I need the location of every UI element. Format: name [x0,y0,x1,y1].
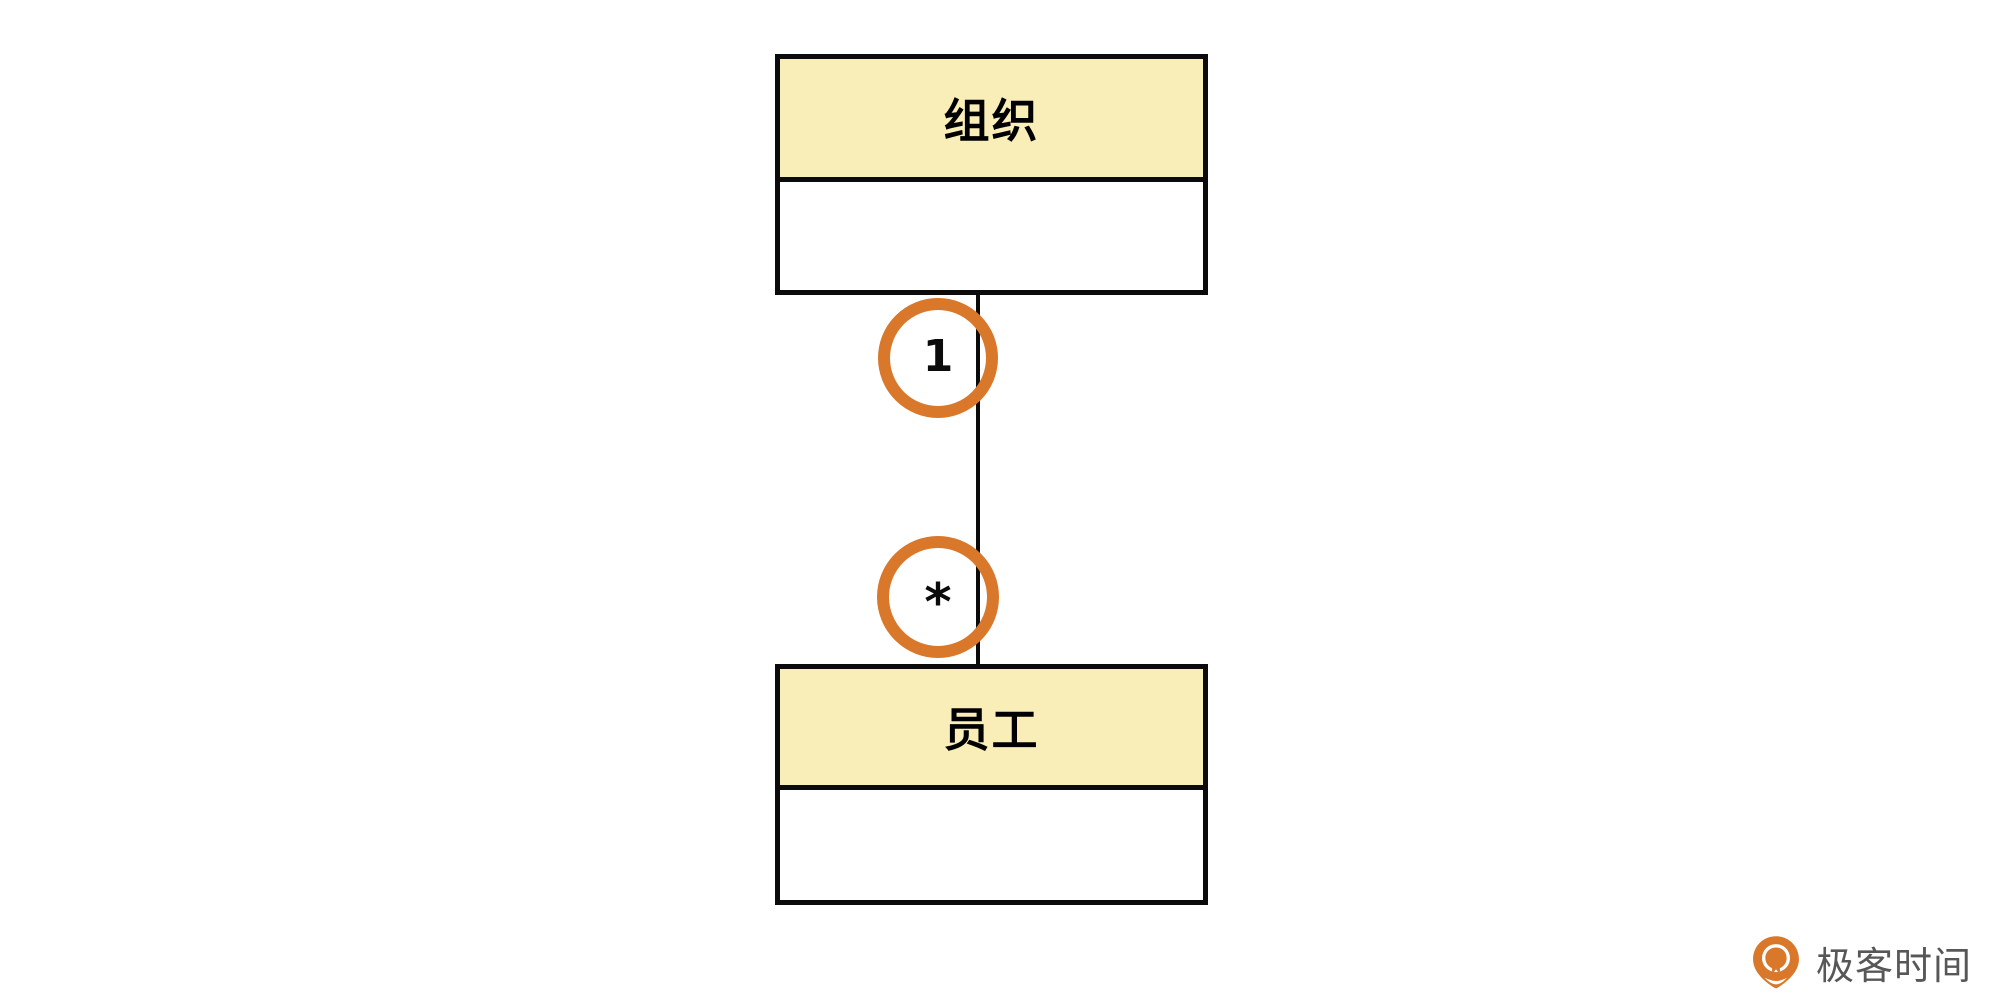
uml-class-organization[interactable]: 组织 [775,54,1208,295]
association-line [976,292,980,668]
uml-class-employee[interactable]: 员工 [775,664,1208,905]
geektime-pin-logo-icon [1753,936,1799,989]
uml-class-name-employee: 员工 [780,669,1203,790]
multiplicity-highlight-target[interactable]: * [877,536,999,658]
uml-class-attributes-organization [780,182,1203,290]
multiplicity-label-target: * [924,573,952,633]
multiplicity-highlight-source[interactable]: 1 [878,298,998,418]
multiplicity-label-source: 1 [922,331,954,382]
watermark-text: 极客时间 [1815,943,1972,988]
uml-class-name-organization: 组织 [780,59,1203,182]
watermark: 极客时间 [1748,934,1972,990]
uml-class-attributes-employee [780,790,1203,900]
